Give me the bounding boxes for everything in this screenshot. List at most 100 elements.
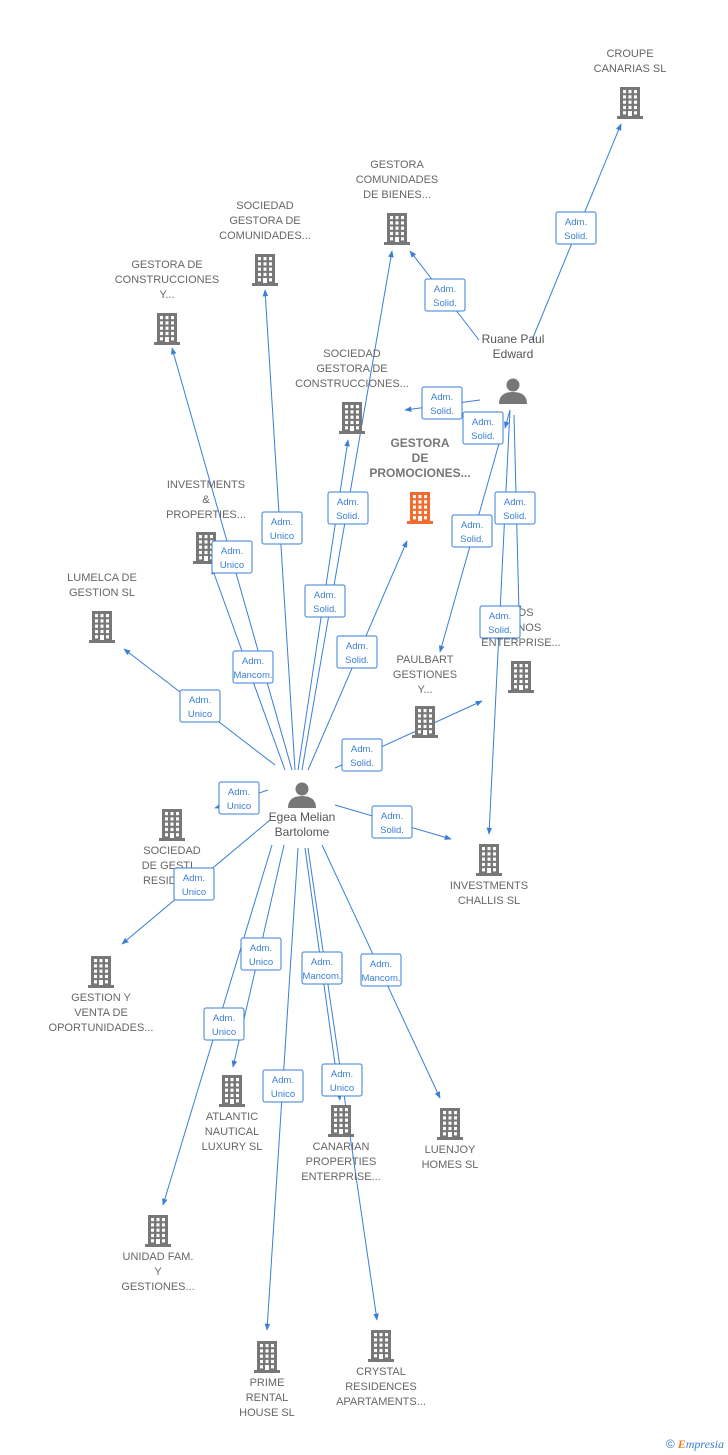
- building-icon: [368, 1330, 394, 1362]
- node-label-line: DE BIENES...: [363, 189, 431, 201]
- relation-label-text: Adm.: [331, 1069, 353, 1080]
- relation-label-box[interactable]: Adm.Solid.: [304, 584, 346, 618]
- company-node-canarianos-enterprise[interactable]: ...OS...ANOSENTERPRISE...: [481, 607, 561, 693]
- relation-label-box[interactable]: Adm.Solid.: [327, 491, 369, 525]
- node-label-line: PROMOCIONES...: [369, 466, 470, 480]
- relation-label-text: Unico: [212, 1027, 236, 1038]
- relation-label-box[interactable]: Adm.Solid.: [341, 738, 383, 772]
- node-label-line: Edward: [493, 347, 534, 361]
- relation-label-text: Unico: [271, 1089, 295, 1100]
- building-icon: [412, 706, 438, 738]
- relation-label-box[interactable]: Adm. Unico: [321, 1063, 363, 1097]
- relation-label-text: Unico: [182, 887, 206, 898]
- relation-label-box[interactable]: Adm.Unico: [218, 781, 260, 815]
- relation-label-text: Adm.: [271, 517, 293, 528]
- relation-label-text: Unico: [220, 560, 244, 571]
- building-icon: [339, 402, 365, 434]
- building-icon: [407, 492, 433, 524]
- node-label-line: Ruane Paul: [482, 332, 545, 346]
- relation-label-text: Unico: [249, 957, 273, 968]
- node-label-line: GESTION SL: [69, 587, 135, 599]
- company-node-investments-properties[interactable]: INVESTMENTS&PROPERTIES...: [166, 479, 246, 564]
- relation-label-text: Solid.: [380, 825, 404, 836]
- node-label-line: COMUNIDADES: [356, 174, 439, 186]
- relation-label-text: Adm.: [311, 957, 333, 968]
- relation-label-box[interactable]: Adm.Unico: [203, 1007, 245, 1041]
- relation-label-text: Adm.: [504, 497, 526, 508]
- company-node-gestora-comunidades-bienes[interactable]: GESTORA COMUNIDADES DE BIENES...: [356, 159, 439, 245]
- node-label-line: GESTORA: [370, 159, 424, 171]
- relation-label-box[interactable]: Adm.Solid.: [451, 514, 493, 548]
- node-label-line: DE: [412, 451, 429, 465]
- building-icon: [145, 1215, 171, 1247]
- relation-label-text: Solid.: [430, 406, 454, 417]
- relation-label-text: Mancom.: [233, 670, 272, 681]
- building-icon: [219, 1075, 245, 1107]
- node-label-line: UNIDAD FAM.: [123, 1251, 194, 1263]
- company-node-gestora-promociones[interactable]: GESTORADEPROMOCIONES...: [369, 436, 471, 524]
- relation-label-text: Unico: [330, 1083, 354, 1094]
- node-label-line: OPORTUNIDADES...: [49, 1022, 154, 1034]
- company-node-crystal[interactable]: CRYSTALRESIDENCESAPARTAMENTS...: [336, 1330, 426, 1408]
- node-label-line: NAUTICAL: [205, 1126, 259, 1138]
- relation-label-text: Solid.: [350, 758, 374, 769]
- company-node-canarian-properties[interactable]: CANARIANPROPERTIESENTERPRISE...: [301, 1105, 381, 1183]
- relation-label-box[interactable]: Adm.Solid.: [462, 411, 504, 445]
- relation-label-box[interactable]: Adm.Solid.: [424, 278, 466, 312]
- relation-labels-layer: Adm. Solid. Adm. Solid. Adm. Solid. Adm. Solid.…: [173, 211, 597, 1103]
- relation-label-box[interactable]: Adm.Unico: [211, 540, 253, 574]
- relation-label-box[interactable]: Adm.Mancom.: [360, 953, 402, 987]
- relation-label-box[interactable]: Adm. Mancom.: [301, 951, 343, 985]
- brand-footer[interactable]: © Empresia: [666, 1437, 724, 1452]
- relation-label-text: Adm.: [189, 695, 211, 706]
- relation-label-text: Adm.: [370, 959, 392, 970]
- node-label-line: SOCIEDAD: [323, 348, 381, 360]
- relation-label-box[interactable]: Adm.Unico: [261, 511, 303, 545]
- node-label-line: GESTORA DE: [131, 259, 202, 271]
- relation-label-box[interactable]: Adm.Unico: [262, 1069, 304, 1103]
- edges-layer: [121, 123, 622, 1331]
- relation-label-box[interactable]: Adm. Solid.: [371, 805, 413, 839]
- relation-label-text: Adm.: [381, 811, 403, 822]
- company-node-unidad-fam[interactable]: UNIDAD FAM. Y GESTIONES...: [121, 1215, 195, 1293]
- building-icon: [384, 213, 410, 245]
- company-node-gestora-construcciones[interactable]: GESTORA DECONSTRUCCIONESY...: [115, 259, 220, 345]
- relation-label-box[interactable]: Adm.Solid.: [336, 635, 378, 669]
- relation-label-text: Adm.: [431, 392, 453, 403]
- building-icon: [88, 956, 114, 988]
- node-label-line: Y: [154, 1266, 162, 1278]
- relation-label-box[interactable]: Adm.Unico: [240, 937, 282, 971]
- relation-label-box[interactable]: Adm.Solid.: [494, 491, 536, 525]
- relation-label-box[interactable]: Adm.Solid.: [555, 211, 597, 245]
- relation-label-box[interactable]: Adm.Solid.: [479, 605, 521, 639]
- brand-name: mpresia: [685, 1437, 724, 1451]
- node-label-line: GESTORA DE: [316, 363, 387, 375]
- relation-label-text: Solid.: [345, 655, 369, 666]
- building-icon: [254, 1341, 280, 1373]
- relation-label-text: Mancom.: [302, 971, 341, 982]
- relation-label-box[interactable]: Adm.Unico: [179, 689, 221, 723]
- node-label-line: GESTIONES...: [121, 1281, 194, 1293]
- person-icon: [288, 782, 316, 808]
- relation-label-box[interactable]: Adm. Solid.: [421, 386, 463, 420]
- node-label-line: Egea Melian: [269, 810, 336, 824]
- node-label-line: CANARIAN: [313, 1141, 370, 1153]
- building-icon: [476, 844, 502, 876]
- relation-label-box[interactable]: Adm.Unico: [173, 867, 215, 901]
- building-icon: [328, 1105, 354, 1137]
- node-label-line: GESTIONES: [393, 669, 457, 681]
- relation-label-box[interactable]: Adm.Mancom.: [232, 650, 274, 684]
- company-node-paulbart[interactable]: PAULBARTGESTIONESY...: [393, 654, 457, 738]
